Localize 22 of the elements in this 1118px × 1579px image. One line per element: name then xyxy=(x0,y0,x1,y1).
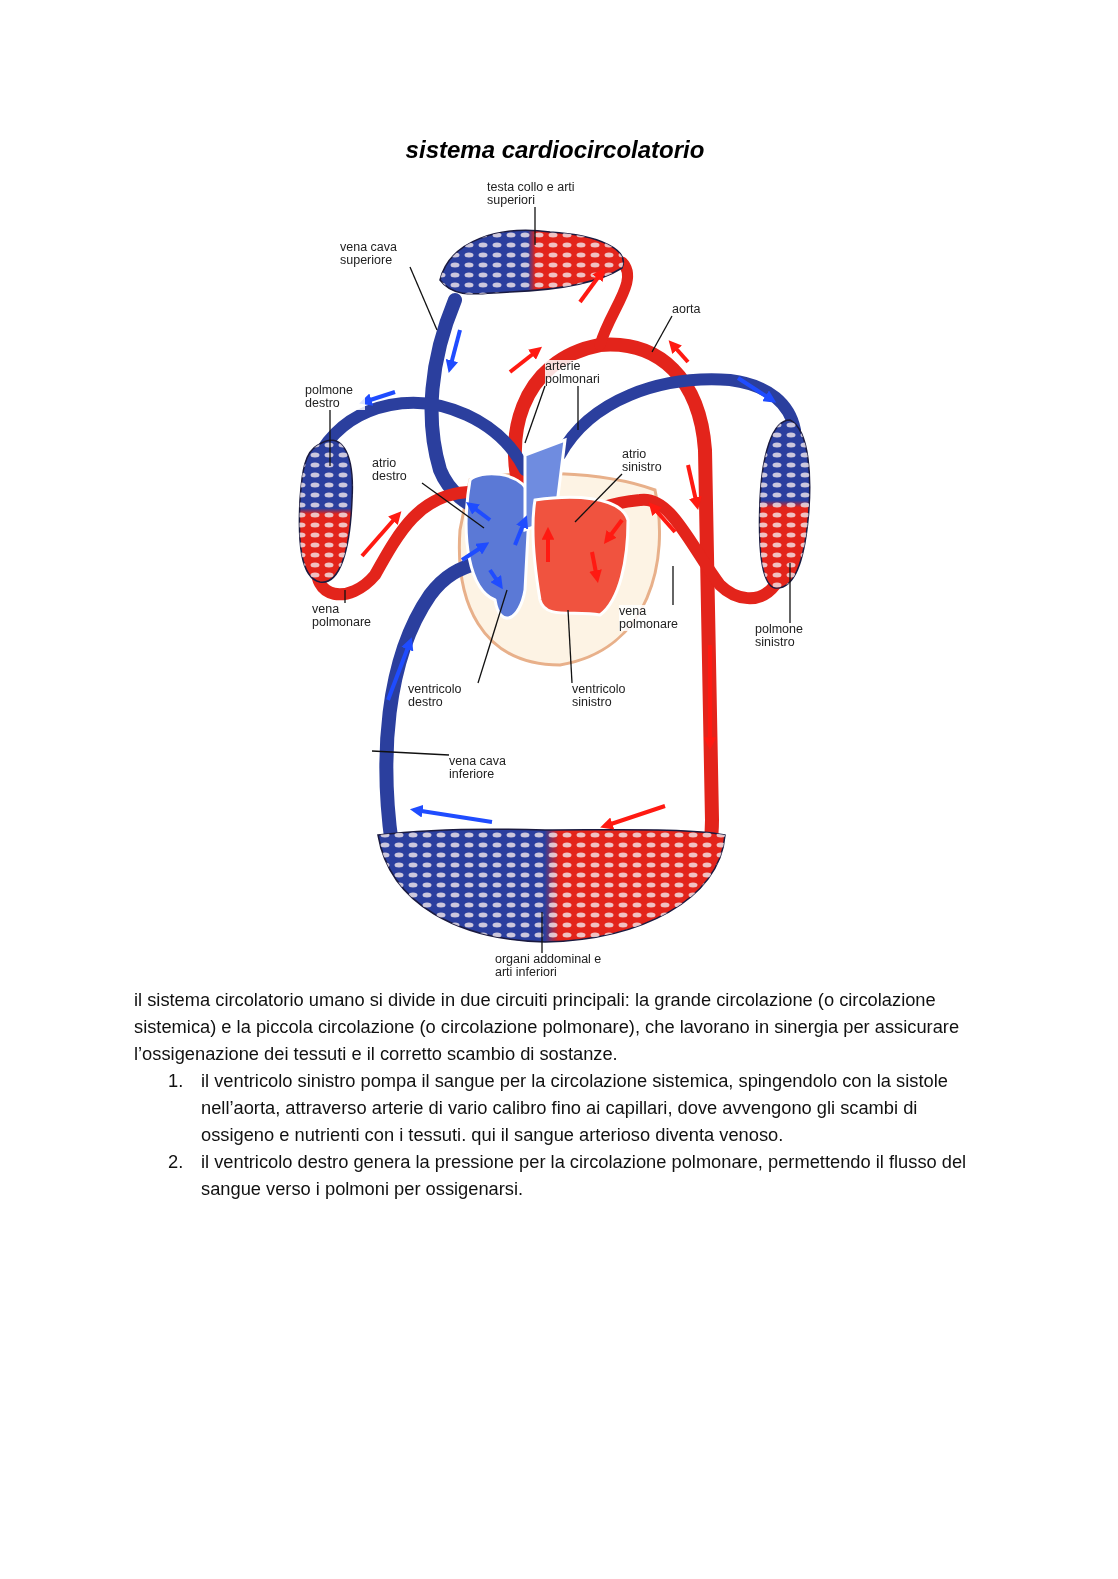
list-number: 1. xyxy=(168,1069,185,1093)
leader-line xyxy=(672,565,674,606)
leader-line xyxy=(541,911,543,954)
leader-line xyxy=(344,589,346,604)
leader-line xyxy=(421,482,485,529)
leader-line xyxy=(574,473,623,523)
leader-line xyxy=(524,385,546,444)
leader-line xyxy=(567,609,573,684)
leader-line xyxy=(651,315,673,353)
leader-line xyxy=(329,409,331,467)
leader-line xyxy=(371,750,450,756)
list-item-text: il ventricolo destro genera la pressione per la circolazione polmonare, permettendo il flusso del sangue verso i polmoni per ossigenarsi. xyxy=(201,1150,968,1201)
leader-line xyxy=(789,562,791,624)
leader-line xyxy=(409,266,438,331)
list-item-text: il ventricolo sinistro pompa il sangue per la circolazione sistemica, spingendolo con la sistole nell’aorta, attraverso arterie di vario calibro fino ai capillari, dove avvengono gli scambi di ossigeno e nutrienti con i tessuti. qui il sangue arterioso diventa venoso. xyxy=(201,1069,949,1147)
leader-line xyxy=(534,206,536,246)
leader-line xyxy=(477,589,508,684)
list-number: 2. xyxy=(168,1150,185,1174)
page-title: sistema cardiocircolatorio xyxy=(404,136,706,164)
leader-line xyxy=(577,385,579,431)
part-label: polmone destro xyxy=(305,384,365,410)
intro-paragraph: il sistema circolatorio umano si divide in due circuiti principali: la grande circolazione (o circolazione sistemica) e la piccola circolazione (o circolazione polmonare), che lavorano in sinergia per assicurare l’ossigenazione dei tessuti e il corretto scambio di sostanze. xyxy=(134,988,961,1066)
